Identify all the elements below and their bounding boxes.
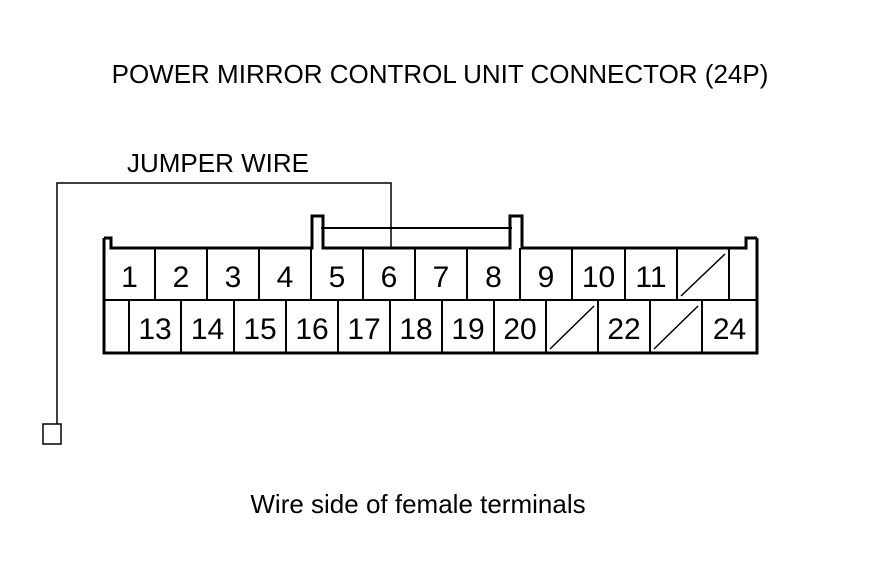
terminal-2: 2 [173, 261, 190, 294]
terminal-8: 8 [485, 261, 502, 294]
terminal-24: 24 [713, 313, 746, 346]
jumper-wire [56, 182, 392, 424]
diagram-title: POWER MIRROR CONTROL UNIT CONNECTOR (24P… [112, 59, 769, 89]
terminal-cells [128, 248, 730, 353]
terminal-9: 9 [538, 261, 555, 294]
unused-terminal-slash [680, 253, 726, 297]
terminal-13: 13 [138, 313, 171, 346]
terminal-19: 19 [451, 313, 484, 346]
terminal-16: 16 [295, 313, 328, 346]
terminal-3: 3 [225, 261, 242, 294]
terminal-18: 18 [399, 313, 432, 346]
wire-side-caption: Wire side of female terminals [250, 489, 585, 519]
terminal-7: 7 [433, 261, 450, 294]
terminal-5: 5 [329, 261, 346, 294]
jumper-wire-label: JUMPER WIRE [127, 148, 309, 178]
terminal-6: 6 [381, 261, 398, 294]
unused-terminal-slash [653, 305, 699, 350]
terminal-15: 15 [243, 313, 276, 346]
connector-top-edge [104, 214, 757, 250]
terminal-17: 17 [347, 313, 380, 346]
terminal-11: 11 [635, 261, 666, 294]
terminal-22: 22 [607, 313, 640, 346]
jumper-wire-terminal [42, 423, 62, 445]
terminal-numbers: 1 2 3 4 5 6 7 8 9 10 11 13 14 15 16 17 18 19 20 22 24 [121, 261, 746, 346]
terminal-20: 20 [503, 313, 536, 346]
terminal-14: 14 [191, 313, 224, 346]
terminal-10: 10 [582, 261, 615, 294]
unused-terminal-slash [549, 305, 595, 350]
terminal-1: 1 [121, 261, 138, 294]
terminal-4: 4 [277, 261, 294, 294]
connector-housing [102, 238, 759, 355]
